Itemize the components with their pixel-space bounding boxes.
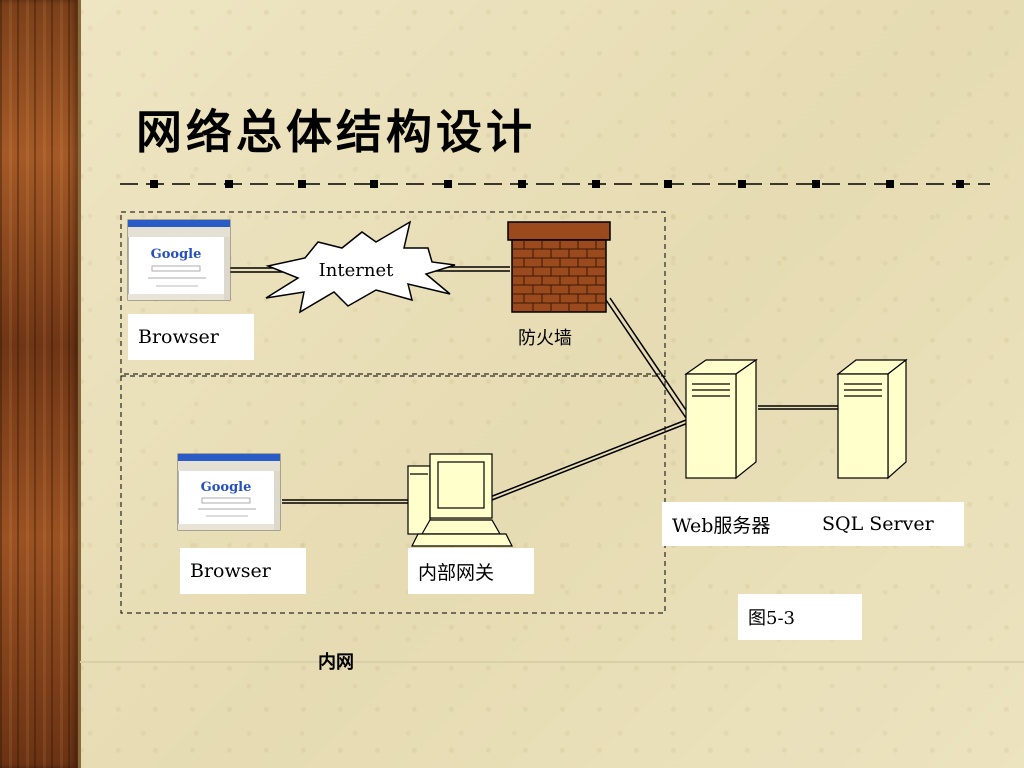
intranet-zone-border xyxy=(120,375,666,614)
figure-caption: 图5-3 xyxy=(738,594,862,640)
internet-cloud-icon: Internet xyxy=(265,220,456,314)
wood-sidebar-edge xyxy=(78,0,81,768)
google-logo: Google xyxy=(151,247,202,262)
internet-label: Internet xyxy=(319,260,394,281)
google-logo: Google xyxy=(201,480,252,495)
web-server-icon xyxy=(684,358,758,480)
wood-sidebar xyxy=(0,0,78,768)
browser-top-label: Browser xyxy=(128,314,254,360)
intranet-label: 内网 xyxy=(318,652,354,673)
gateway-label: 内部网关 xyxy=(408,548,534,594)
web-server-label: Web服务器 xyxy=(662,502,812,546)
browser-window-icon-bottom: Google xyxy=(177,453,281,531)
browser-window-icon-top: Google xyxy=(127,219,231,301)
dmz-zone-border xyxy=(120,211,666,375)
connection-lines xyxy=(230,266,838,504)
sql-server-label: SQL Server xyxy=(812,502,964,546)
gateway-computer-icon xyxy=(407,453,513,547)
sql-server-icon xyxy=(836,358,908,480)
slide-title: 网络总体结构设计 xyxy=(136,105,536,159)
firewall-label: 防火墙 xyxy=(518,328,572,349)
firewall-icon xyxy=(507,221,611,313)
title-rule xyxy=(120,180,990,188)
browser-bottom-label: Browser xyxy=(180,548,306,594)
